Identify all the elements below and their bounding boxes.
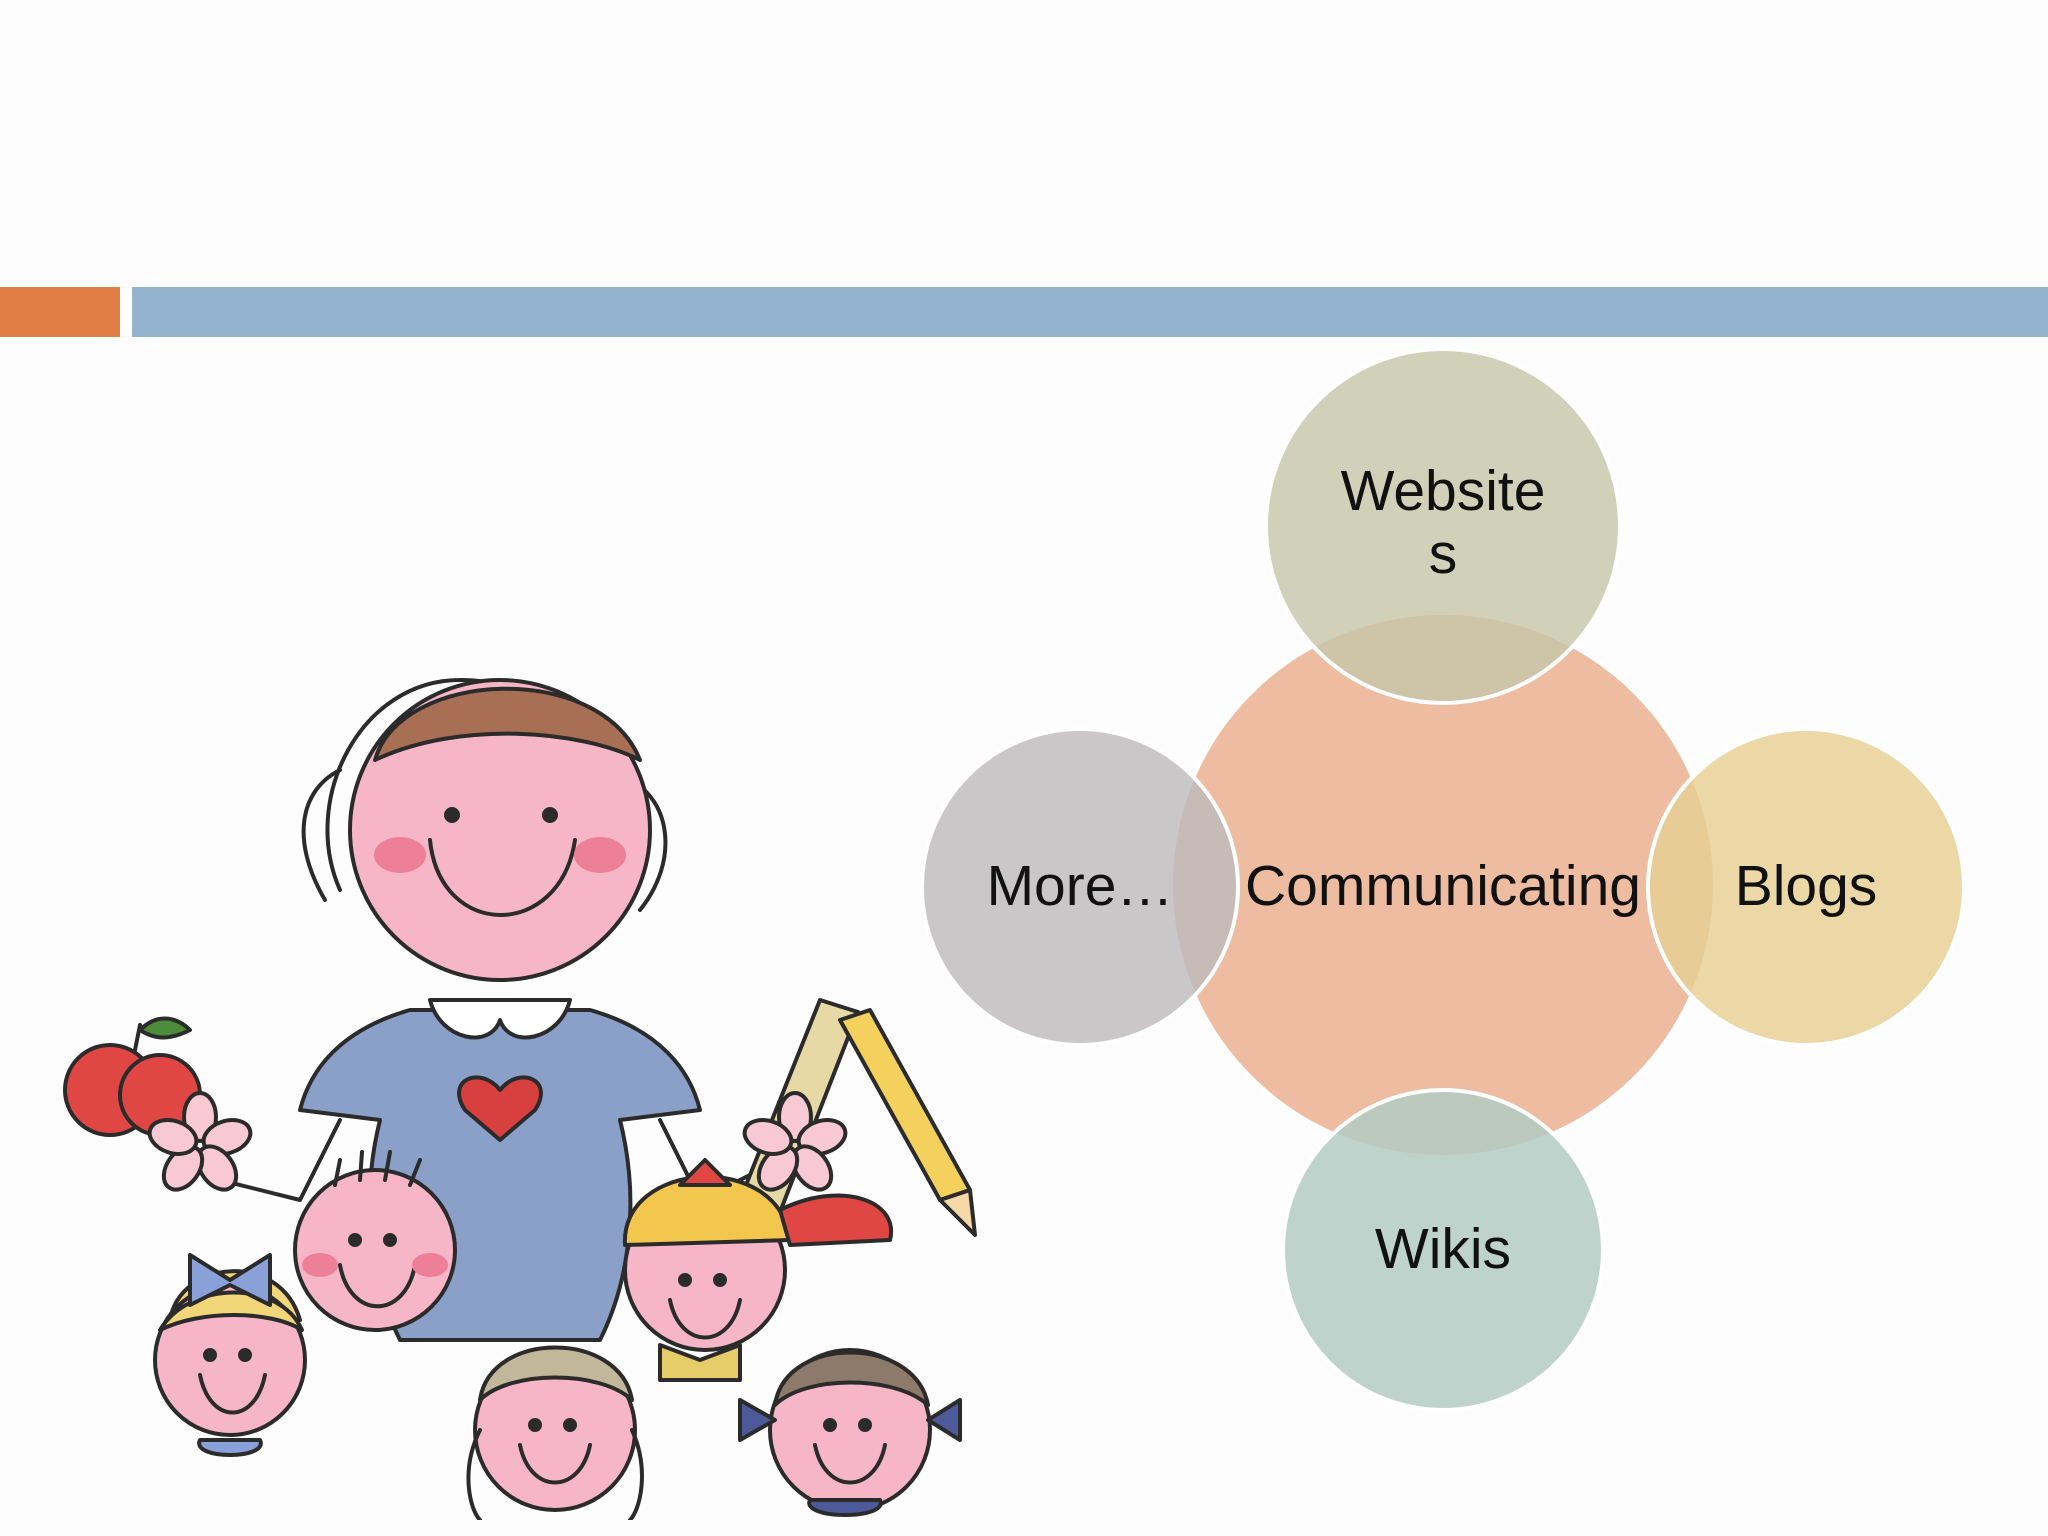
center-node-label: Communicating <box>1245 854 1641 918</box>
blogs-node-label: Blogs <box>1735 854 1878 918</box>
websites-node-label-line1: Website <box>1341 459 1546 523</box>
more-node-label: More… <box>987 854 1174 918</box>
websites-node-label-line2: s <box>1429 522 1458 586</box>
wikis-node-label: Wikis <box>1375 1217 1511 1281</box>
